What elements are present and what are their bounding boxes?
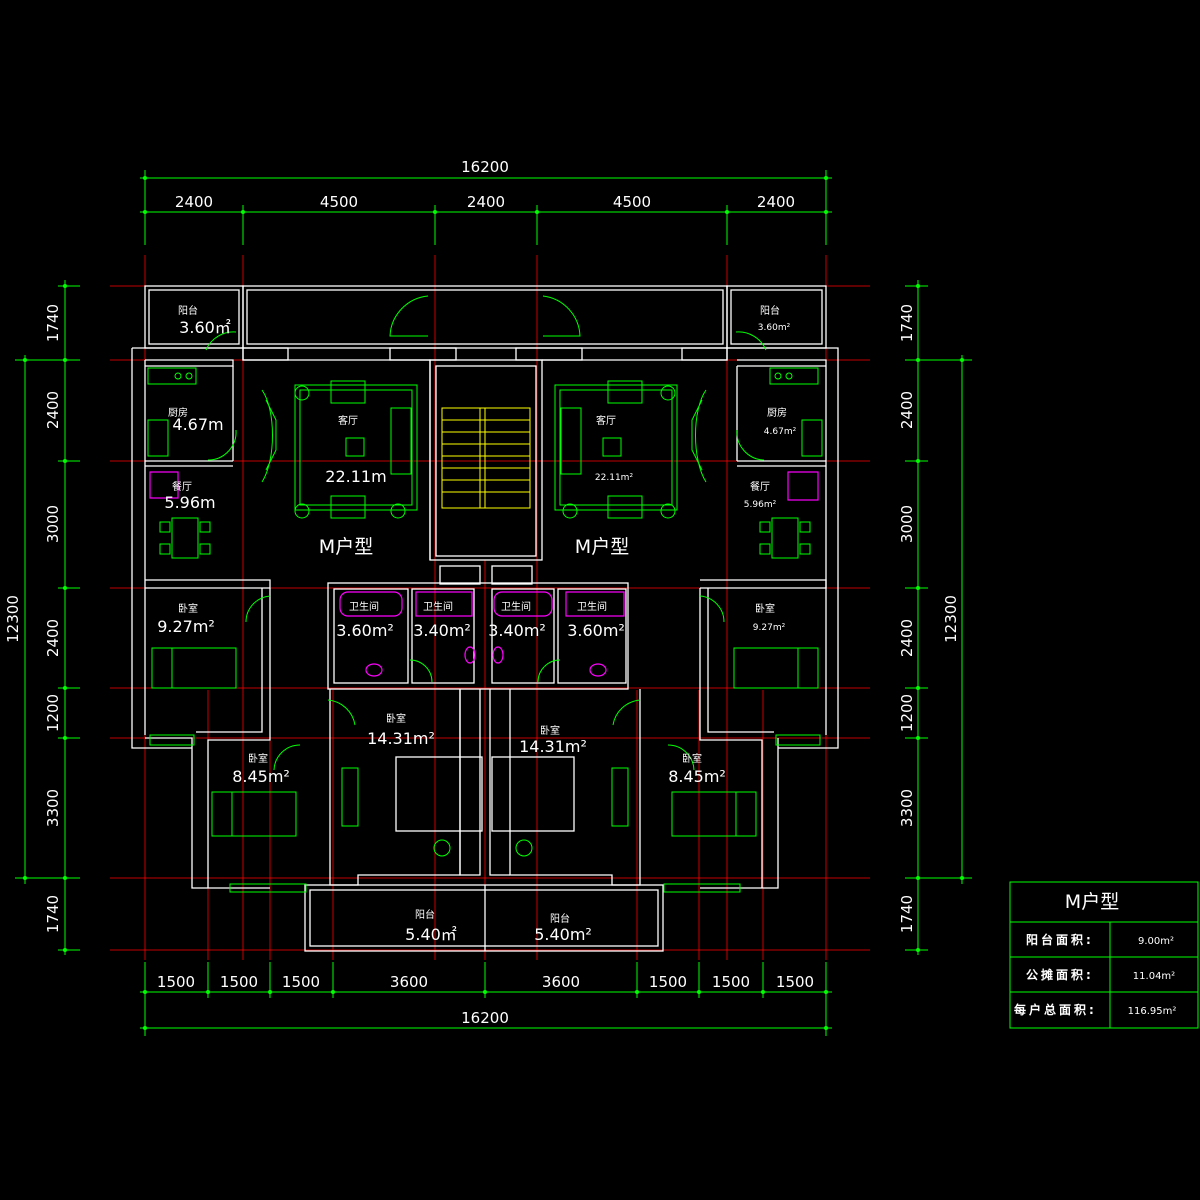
room-name: 卧室 (248, 752, 268, 765)
room-name: 卧室 (755, 602, 775, 615)
room-labels-left: 阳台 3.60㎡ 厨房 4.67m 客厅 22.11m 餐厅 5.96m M户型… (157, 304, 471, 944)
table-row-key: 阳台面积: (1026, 932, 1094, 947)
dim-top-seg: 2400 (175, 193, 213, 211)
room-name: 餐厅 (750, 480, 770, 493)
right-dimensions: 1740 2400 3000 2400 1200 3300 1740 12300 (898, 280, 972, 955)
room-name: 卧室 (540, 724, 560, 737)
stairs (439, 407, 533, 585)
dim-left-seg: 1740 (44, 304, 62, 342)
dim-right-seg: 3000 (898, 505, 916, 543)
dim-top-seg: 2400 (757, 193, 795, 211)
dim-bottom-seg: 1500 (649, 973, 687, 991)
dim-left-total: 12300 (4, 595, 22, 643)
table-row-key: 公摊面积: (1026, 967, 1094, 982)
dim-left-seg: 2400 (44, 391, 62, 429)
room-name: 阳台 (550, 912, 570, 925)
room-area: 3.60m² (567, 621, 625, 640)
dim-bottom-seg: 1500 (220, 973, 258, 991)
room-name: 卧室 (682, 752, 702, 765)
room-area: 14.31m² (367, 729, 435, 748)
room-name: 卫生间 (577, 600, 607, 613)
left-dimensions: 1740 2400 3000 2400 1200 3300 1740 12300 (4, 280, 80, 955)
room-area: 14.31m² (519, 737, 587, 756)
table-row-key: 每户总面积: (1014, 1002, 1097, 1017)
room-name: 客厅 (338, 414, 358, 427)
dim-bottom-seg: 1500 (282, 973, 320, 991)
room-name: 阳台 (178, 304, 198, 317)
table-row-value: 11.04m² (1133, 971, 1175, 982)
room-area: 3.40m² (413, 621, 471, 640)
room-area: 9.27m² (157, 617, 215, 636)
room-area: 5.40m² (534, 925, 592, 944)
table-title: M户型 (1065, 891, 1119, 913)
room-area: 8.45m² (668, 767, 726, 786)
table-row-value: 9.00m² (1138, 936, 1174, 947)
dim-top-seg: 2400 (467, 193, 505, 211)
dim-left-seg: 3300 (44, 789, 62, 827)
room-area: 22.11m (325, 467, 386, 486)
room-name: 卧室 (386, 712, 406, 725)
furniture (147, 367, 823, 857)
dim-top-total: 16200 (461, 158, 509, 176)
room-area: 3.40m² (488, 621, 546, 640)
room-area: 4.67m² (764, 427, 797, 437)
dim-right-seg: 2400 (898, 391, 916, 429)
room-name: 客厅 (596, 414, 616, 427)
dim-top-seg: 4500 (613, 193, 651, 211)
dim-right-seg: 1740 (898, 895, 916, 933)
dim-right-seg: 3300 (898, 789, 916, 827)
room-name: 卫生间 (423, 600, 453, 613)
dim-left-seg: 1200 (44, 694, 62, 732)
bottom-dimensions: 1500 1500 1500 3600 3600 1500 1500 1500 … (140, 962, 832, 1036)
dim-right-seg: 1200 (898, 694, 916, 732)
top-dimensions: 16200 2400 4500 2400 4500 2400 (140, 158, 832, 245)
dim-left-seg: 3000 (44, 505, 62, 543)
dim-left-seg: 1740 (44, 895, 62, 933)
dim-bottom-seg: 1500 (157, 973, 195, 991)
room-labels-right: 阳台 3.60m² 厨房 4.67m² 客厅 22.11m² 餐厅 5.96m²… (488, 304, 796, 944)
room-name: 厨房 (168, 406, 188, 419)
room-name: 阳台 (760, 304, 780, 317)
room-area: 5.96m² (744, 500, 777, 510)
room-area: 8.45m² (232, 767, 290, 786)
dim-bottom-seg: 3600 (542, 973, 580, 991)
room-area: 5.96m (164, 493, 215, 512)
room-name: 卫生间 (349, 600, 379, 613)
room-area: 4.67m (172, 415, 223, 434)
dim-right-seg: 1740 (898, 304, 916, 342)
room-area: 9.27m² (753, 623, 786, 633)
dim-right-seg: 2400 (898, 619, 916, 657)
dim-left-seg: 2400 (44, 619, 62, 657)
room-name: 卫生间 (501, 600, 531, 613)
room-name: 厨房 (767, 406, 787, 419)
room-area: 22.11m² (595, 473, 634, 483)
room-name: 阳台 (415, 908, 435, 921)
table-row-value: 116.95m² (1128, 1006, 1177, 1017)
doors (205, 295, 767, 771)
dim-bottom-seg: 3600 (390, 973, 428, 991)
room-area: 3.60m² (336, 621, 394, 640)
room-area: 3.60m² (758, 323, 791, 333)
room-name: 卧室 (178, 602, 198, 615)
summary-table: M户型 阳台面积: 9.00m² 公摊面积: 11.04m² 每户总面积: 11… (1009, 881, 1199, 1029)
dim-top-seg: 4500 (320, 193, 358, 211)
dim-bottom-seg: 1500 (712, 973, 750, 991)
dim-bottom-seg: 1500 (776, 973, 814, 991)
dim-right-total: 12300 (942, 595, 960, 643)
room-name: 餐厅 (172, 480, 192, 493)
unit-type-label: M户型 (575, 536, 629, 558)
room-area: 5.40㎡ (405, 925, 457, 944)
walls (131, 285, 839, 952)
room-area: 3.60㎡ (179, 318, 231, 337)
unit-type-label: M户型 (319, 536, 373, 558)
dim-bottom-total: 16200 (461, 1009, 509, 1027)
